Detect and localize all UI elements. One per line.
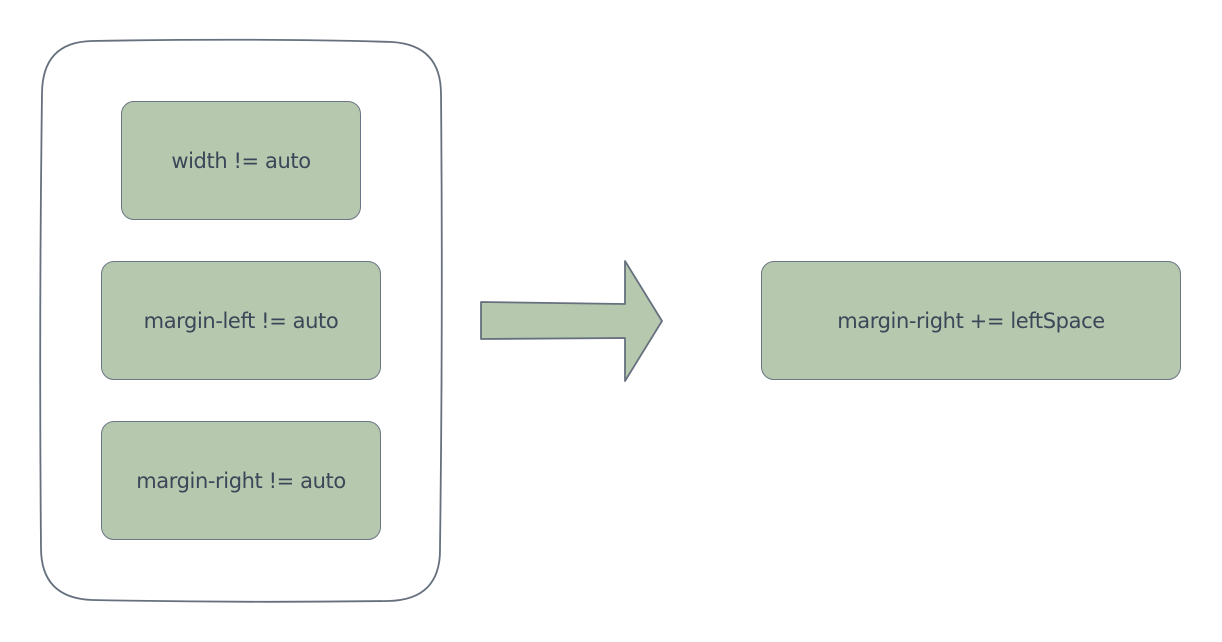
condition-margin-right-label: margin-right != auto	[136, 468, 346, 493]
condition-width-box: width != auto	[121, 101, 361, 220]
condition-margin-left-label: margin-left != auto	[143, 308, 339, 333]
result-box: margin-right += leftSpace	[761, 261, 1181, 380]
condition-width-label: width != auto	[171, 148, 311, 173]
result-label: margin-right += leftSpace	[837, 308, 1105, 333]
condition-margin-left-box: margin-left != auto	[101, 261, 381, 380]
arrow-right-icon	[480, 260, 663, 382]
condition-margin-right-box: margin-right != auto	[101, 421, 381, 540]
